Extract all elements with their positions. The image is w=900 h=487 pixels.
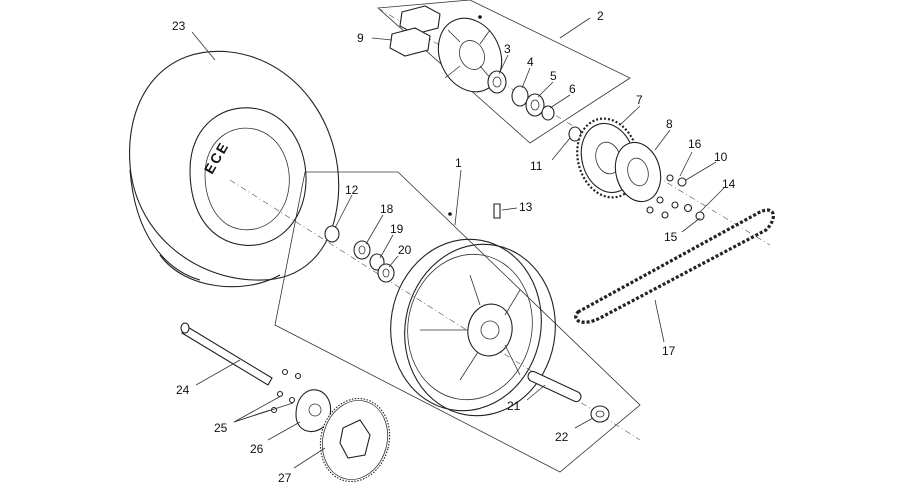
callout-13: 13 [519,200,533,214]
sprocket-cover-plate [614,141,662,203]
disc-flange [295,389,332,433]
callout-2: 2 [597,9,604,23]
hub-bearings-set [487,70,555,121]
callout-5: 5 [550,69,557,83]
callout-19: 19 [390,222,404,236]
drive-chain [574,208,775,324]
callout-16: 16 [688,137,702,151]
wheel-group-frame [274,171,641,473]
callout-3: 3 [504,42,511,56]
spacer [568,126,582,142]
callout-22: 22 [555,430,569,444]
axle-spacer [527,370,582,403]
rear-wheel-rim [390,238,556,417]
callout-11: 11 [530,159,543,173]
hub-marker-dot [478,15,482,19]
callout-9: 9 [357,31,364,45]
hub-group-frame [377,0,631,144]
callout-15: 15 [664,230,678,244]
callout-4: 4 [527,55,534,69]
callout-14: 14 [722,177,736,191]
hub-axis-line [377,7,771,246]
callout-10: 10 [714,150,728,164]
callout-26: 26 [250,442,264,456]
callout-27: 27 [278,471,292,485]
wheel-bearings-set [324,225,395,283]
callout-21: 21 [507,399,521,413]
callout-1: 1 [455,156,462,170]
sprocket-fasteners [646,174,705,221]
sprocket-carrier [437,17,503,93]
disc-screws [270,368,302,414]
callout-20: 20 [398,243,412,257]
callout-23: 23 [172,19,186,33]
leader-lines [191,17,725,469]
cush-drive-damper [389,5,441,57]
callout-25: 25 [214,421,228,435]
callout-24: 24 [176,383,190,397]
tire: ECE [129,50,340,288]
axle-bushing [590,405,610,423]
tire-marking-text: ECE [201,138,232,176]
valve-stem [493,203,501,219]
callout-12: 12 [345,183,359,197]
callout-18: 18 [380,202,394,216]
callout-17: 17 [662,344,676,358]
callout-6: 6 [569,82,576,96]
callout-labels: 1 2 3 4 5 6 7 8 9 10 11 12 13 14 15 16 1… [172,9,736,485]
callout-7: 7 [636,93,643,107]
wheel-axle [180,322,273,386]
callout-8: 8 [666,117,673,131]
brake-disc [319,397,391,483]
rim-marker-dot [448,212,452,216]
